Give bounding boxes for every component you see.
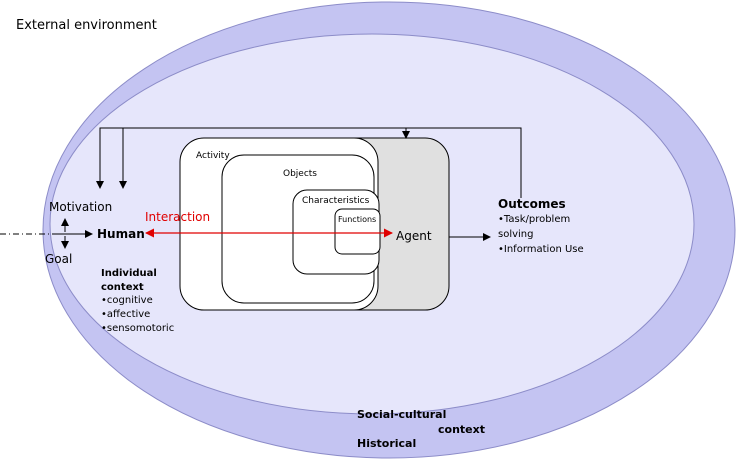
external-environment-label: External environment xyxy=(16,18,157,33)
outcomes-item: •Information Use xyxy=(498,244,584,255)
activity-label: Activity xyxy=(196,151,230,161)
functions-label: Functions xyxy=(338,215,376,224)
individual-context-title-2: context xyxy=(101,282,144,293)
outcomes-item: solving xyxy=(498,229,534,240)
motivation-label: Motivation xyxy=(49,200,112,214)
individual-context-item: •cognitive xyxy=(101,295,153,306)
social-cultural-label: Social-cultural xyxy=(357,408,446,421)
characteristics-label: Characteristics xyxy=(302,196,370,206)
individual-context-item: •affective xyxy=(101,309,150,320)
context-label: context xyxy=(438,423,485,436)
goal-label: Goal xyxy=(45,252,72,266)
agent-label: Agent xyxy=(396,229,432,243)
individual-context-title-1: Individual xyxy=(101,268,157,279)
individual-context-item: •sensomotoric xyxy=(101,323,174,334)
feedback-line xyxy=(96,127,522,198)
objects-label: Objects xyxy=(283,169,317,179)
interaction-label: Interaction xyxy=(145,210,210,224)
outcomes-title: Outcomes xyxy=(498,197,566,211)
historical-label: Historical xyxy=(357,437,416,450)
outcomes-item: •Task/problem xyxy=(498,214,570,225)
human-label: Human xyxy=(97,227,145,241)
